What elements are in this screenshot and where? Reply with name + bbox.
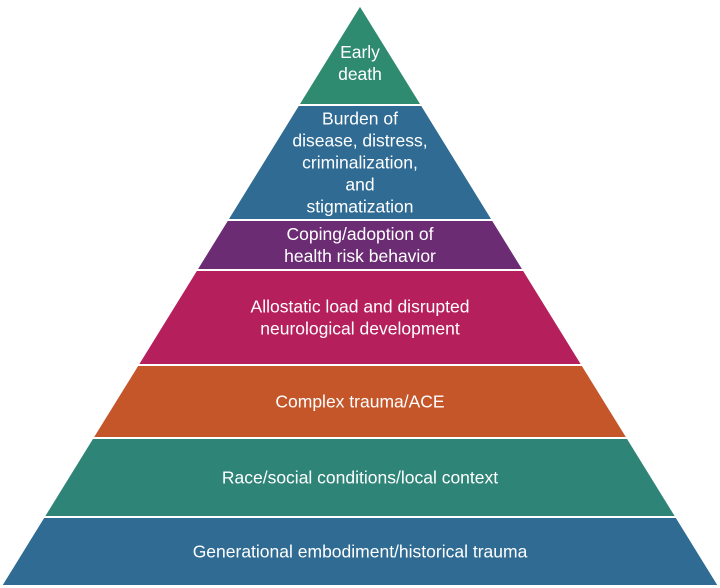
- pyramid-tier-label: Early: [340, 42, 380, 62]
- pyramid-tier-label: and: [345, 175, 374, 195]
- pyramid-tier-label: Allostatic load and disrupted: [251, 297, 470, 317]
- pyramid-tier-6: Race/social conditions/local context: [41, 437, 679, 518]
- pyramid-tier-label: health risk behavior: [284, 246, 436, 266]
- pyramid-tier-label: death: [338, 64, 382, 84]
- pyramid-tier-label: Burden of: [322, 109, 398, 129]
- pyramid-tier-label: neurological development: [260, 319, 460, 339]
- pyramid-tier-4: Allostatic load and disruptedneurologica…: [135, 269, 585, 366]
- pyramid-tier-label: Generational embodiment/historical traum…: [193, 542, 528, 562]
- pyramid-tier-shape: [135, 269, 585, 366]
- pyramid-tier-label: disease, distress,: [292, 131, 427, 151]
- pyramid-tier-label: Race/social conditions/local context: [222, 468, 498, 488]
- pyramid-tier-label: criminalization,: [302, 153, 418, 173]
- pyramid-tier-label: Coping/adoption of: [287, 224, 434, 244]
- pyramid-tier-label: Complex trauma/ACE: [275, 392, 444, 412]
- pyramid-tier-shape: [0, 516, 720, 587]
- pyramid-tier-5: Complex trauma/ACE: [90, 364, 630, 439]
- pyramid-tier-label: stigmatization: [307, 197, 414, 217]
- pyramid-tier-7: Generational embodiment/historical traum…: [0, 516, 720, 587]
